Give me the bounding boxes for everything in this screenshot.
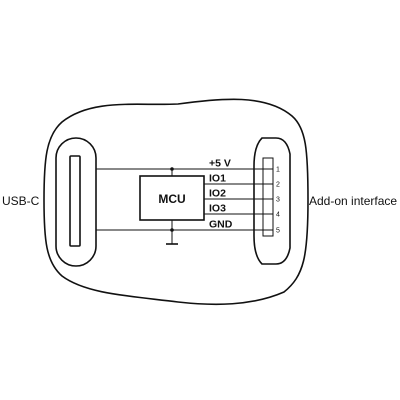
addon-connector-pin-block — [262, 157, 274, 237]
usb-c-receptacle — [55, 137, 97, 267]
usb-c-label: USB-C — [2, 194, 40, 208]
pin-number-3: 3 — [276, 197, 280, 204]
signal-label-io2: IO2 — [209, 188, 226, 200]
signal-label-io1: IO1 — [209, 173, 226, 185]
signal-label-gnd: GND — [209, 219, 233, 231]
signal-label-io3: IO3 — [209, 203, 226, 215]
pin-number-2: 2 — [276, 182, 280, 189]
pin-number-5: 5 — [276, 228, 280, 235]
pin-number-1: 1 — [276, 167, 280, 174]
usb-c-tongue — [69, 155, 81, 247]
pin-number-4: 4 — [276, 212, 280, 219]
device-enclosure-outline — [43, 98, 309, 306]
mcu-label: MCU — [158, 192, 185, 206]
addon-connector-housing — [253, 137, 291, 265]
addon-interface-label: Add-on interface — [309, 194, 397, 208]
signal-label-5-v: +5 V — [209, 158, 231, 170]
